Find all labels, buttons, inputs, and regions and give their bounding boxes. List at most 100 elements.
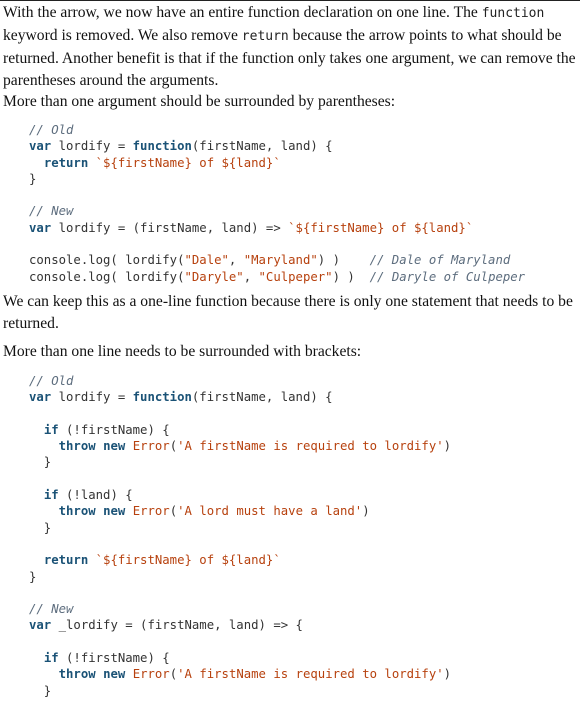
code-text: ) ) — [317, 253, 370, 268]
code-keyword: var — [29, 618, 52, 633]
code-text: , — [243, 269, 259, 284]
paragraph-one-line-function: We can keep this as a one-line function … — [3, 293, 573, 332]
code-text — [125, 504, 132, 518]
code-keyword: throw — [58, 667, 96, 682]
code-text: (!land) { — [58, 488, 133, 503]
code-text — [29, 667, 59, 681]
code-line: throw new Error('A firstName is required… — [29, 438, 451, 454]
code-string: "Daryle" — [184, 269, 244, 284]
inline-code-return: return — [241, 29, 289, 44]
code-keyword: return — [43, 155, 89, 170]
code-text: } — [29, 171, 37, 186]
code-text — [29, 439, 59, 453]
paragraph-arrow-explanation: With the arrow, we now have an entire fu… — [3, 2, 577, 92]
paragraph-brackets: More than one line needs to be surrounde… — [3, 343, 362, 360]
code-keyword: function — [132, 390, 192, 405]
code-keyword: var — [29, 390, 52, 405]
code-string: `${firstName} of ${land}` — [95, 155, 281, 170]
code-text: ( — [169, 667, 178, 682]
code-text: (firstName, land) { — [191, 139, 333, 154]
code-line: var lordify = function(firstName, land) … — [29, 138, 525, 154]
code-line: return `${firstName} of ${land}` — [29, 552, 451, 568]
code-line: // New — [29, 203, 525, 219]
code-line — [29, 585, 451, 601]
code-comment: // Old — [29, 123, 74, 137]
code-string: "Maryland" — [243, 253, 318, 268]
code-text — [96, 439, 103, 453]
code-line: } — [29, 454, 451, 470]
code-line: console.log( lordify("Dale", "Maryland")… — [29, 252, 525, 268]
code-text: } — [29, 455, 52, 470]
code-text: (!firstName) { — [58, 422, 170, 437]
code-text: (!firstName) { — [58, 651, 170, 666]
code-line: throw new Error('A lord must have a land… — [29, 503, 451, 519]
code-text — [29, 651, 44, 665]
code-line: } — [29, 569, 451, 585]
code-line: console.log( lordify("Daryle", "Culpeper… — [29, 269, 525, 285]
code-text — [29, 488, 44, 502]
code-keyword: function — [132, 139, 192, 154]
code-text — [29, 423, 44, 437]
code-text — [125, 667, 132, 681]
code-line — [29, 536, 451, 552]
code-text: lordify = — [51, 390, 133, 405]
code-text: console.log( lordify( — [29, 269, 185, 284]
code-text: lordify = — [51, 139, 133, 154]
code-comment: // New — [29, 204, 74, 219]
code-text: _lordify = (firstName, land) => { — [51, 618, 303, 633]
code-text: ) — [443, 667, 452, 682]
code-line — [29, 236, 525, 252]
code-line — [29, 634, 451, 650]
code-text — [29, 553, 44, 567]
code-string: 'A firstName is required to lordify' — [177, 439, 444, 454]
text-span: because the arrow points to what should … — [3, 27, 576, 89]
code-line: throw new Error('A firstName is required… — [29, 666, 451, 682]
inline-code-function: function — [481, 6, 545, 21]
code-keyword: new — [103, 504, 126, 519]
code-text: } — [29, 683, 52, 698]
code-keyword: return — [43, 553, 89, 568]
code-line — [29, 471, 451, 487]
code-line: } — [29, 520, 451, 536]
code-line: // Old — [29, 122, 525, 138]
code-text: , — [228, 253, 244, 268]
code-line: } — [29, 683, 451, 699]
code-keyword: var — [29, 220, 52, 235]
code-keyword: throw — [58, 504, 96, 519]
code-string: 'A firstName is required to lordify' — [177, 667, 444, 682]
code-line — [29, 406, 451, 422]
top-rule — [0, 0, 580, 1]
code-text: console.log( lordify( — [29, 253, 185, 268]
code-string: "Dale" — [184, 253, 229, 268]
code-text: } — [29, 520, 52, 535]
code-comment: // Old — [29, 374, 74, 388]
code-keyword: new — [103, 667, 126, 682]
code-string: `${firstName} of ${land}` — [288, 220, 474, 235]
code-string: Error — [132, 504, 170, 519]
code-text: ) — [362, 504, 370, 519]
code-line: if (!firstName) { — [29, 650, 451, 666]
paragraph-multiple-arguments: More than one argument should be surroun… — [3, 93, 396, 110]
code-keyword: if — [43, 488, 59, 503]
code-text — [29, 156, 44, 170]
code-line: var _lordify = (firstName, land) => { — [29, 617, 451, 633]
code-block-brackets: // Old var lordify = function(firstName, … — [29, 373, 451, 699]
code-line: if (!firstName) { — [29, 422, 451, 438]
code-text: } — [29, 569, 37, 584]
code-text: (firstName, land) { — [191, 390, 333, 405]
code-keyword: new — [103, 439, 126, 454]
code-string: Error — [132, 439, 170, 454]
code-line — [29, 187, 525, 203]
code-line: // New — [29, 601, 451, 617]
code-text: ( — [169, 439, 178, 454]
code-text — [88, 156, 95, 170]
code-text: ( — [169, 504, 178, 519]
code-text — [96, 504, 103, 518]
text-span: With the arrow, we now have an entire fu… — [3, 4, 482, 21]
text-span: keyword is removed. We also remove — [3, 27, 242, 44]
code-text — [125, 439, 132, 453]
code-text — [29, 504, 59, 518]
code-text: lordify = (firstName, land) => — [51, 220, 289, 235]
code-line: var lordify = (firstName, land) => `${fi… — [29, 220, 525, 236]
